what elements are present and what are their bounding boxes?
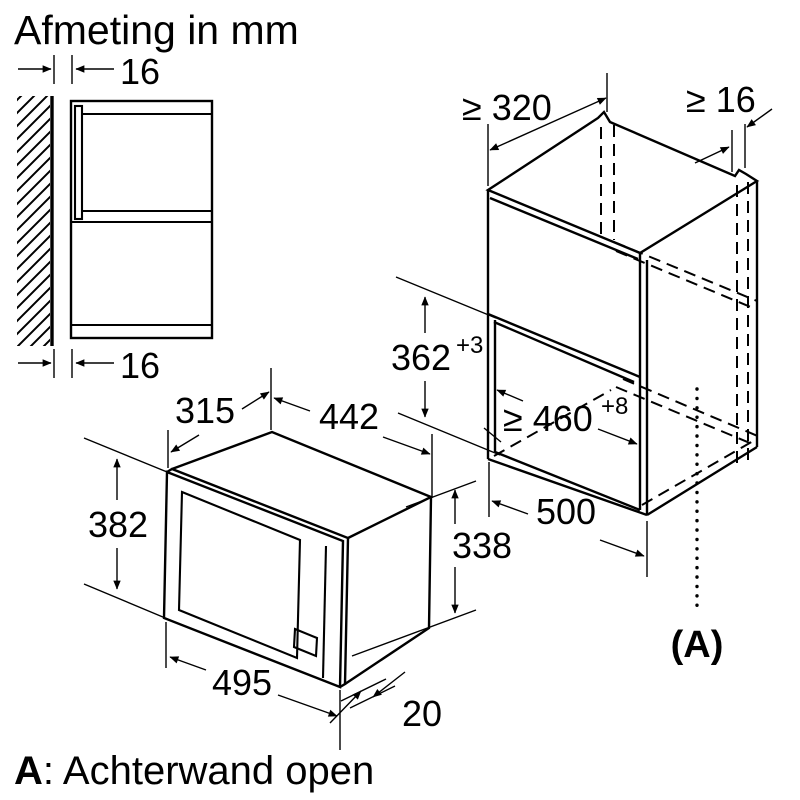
- cabinet-section-shelves: [71, 112, 212, 327]
- dim-microwave-front-width: 495: [169, 656, 338, 717]
- microwave-control-panel-edge: [321, 545, 328, 679]
- cabinet-section-outline: [69, 99, 214, 340]
- dim-arrow: [382, 436, 431, 455]
- dim-arrow: [694, 146, 730, 164]
- dim-cabinet-niche-width: ≥ 460 +8: [483, 389, 638, 445]
- microwave-extension-lines: [165, 368, 433, 750]
- dim-microwave-depth: 315: [170, 390, 270, 453]
- dim-arrow: [329, 690, 362, 724]
- dim-arrow: [170, 434, 200, 453]
- microwave-display: [292, 627, 319, 658]
- dim-arrow: [746, 108, 773, 128]
- dim-extension-lines: [351, 480, 477, 657]
- rear-wall-reference: (A): [671, 387, 724, 666]
- dim-arrow: [241, 391, 270, 410]
- dim-wall-gap-top: 16: [18, 51, 160, 92]
- caption-key: A: [14, 749, 43, 793]
- dim-label-495: 495: [212, 662, 272, 703]
- dim-arrow: [372, 671, 406, 698]
- dim-arrow: [489, 97, 607, 151]
- cabinet-extension-lines: [487, 73, 746, 577]
- dim-label-16-top: 16: [120, 51, 160, 92]
- rear-spacer-strip: [73, 104, 84, 221]
- microwave-door-window: [177, 490, 302, 660]
- cabinet-panel-bottom-edges: [487, 312, 641, 384]
- dim-label-320: ≥ 320: [462, 87, 552, 128]
- dim-extension-ticks: [53, 349, 73, 378]
- dim-label-338: 338: [452, 525, 512, 566]
- cabinet-panel-top-edge: [489, 196, 639, 261]
- dim-label-460: ≥ 460: [503, 398, 593, 439]
- dim-microwave-width: 442: [273, 396, 431, 455]
- page-title: Afmeting in mm: [14, 7, 299, 53]
- dim-label-460-tolerance: +8: [601, 393, 628, 420]
- dim-label-500: 500: [536, 491, 596, 532]
- dim-extension-ticks: [53, 55, 73, 84]
- dim-label-442: 442: [319, 396, 379, 437]
- dim-label-362-tolerance: +3: [456, 332, 483, 359]
- dim-arrow: [491, 500, 529, 515]
- dim-cabinet-niche-height: 362 +3: [391, 276, 501, 456]
- dim-arrow: [273, 397, 311, 412]
- dim-label-362: 362: [391, 337, 451, 378]
- dim-cabinet-width: 500: [491, 491, 645, 557]
- microwave-side-face: [344, 496, 433, 685]
- dim-label-16-rear: ≥ 16: [686, 79, 756, 120]
- dim-extension-lines: [395, 276, 501, 456]
- dim-cabinet-top-clearance: ≥ 320: [462, 87, 607, 151]
- wall-hatching: [17, 96, 50, 346]
- microwave-top-face: [171, 430, 434, 540]
- dim-extension-lines: [83, 437, 173, 621]
- cabinet-right-rear-edges: [646, 182, 759, 517]
- microwave-view: 315 442 382 338 495: [83, 368, 512, 750]
- dim-label-16-bottom: 16: [120, 345, 160, 386]
- dim-arrow: [169, 656, 207, 671]
- dim-microwave-body-height: 338: [351, 480, 512, 657]
- dim-cabinet-rear-gap: ≥ 16: [686, 79, 773, 164]
- dim-microwave-overhang: 20: [329, 671, 442, 734]
- caption-text: : Achterwand open: [43, 749, 374, 793]
- dim-arrow: [277, 694, 338, 717]
- dim-extension-tick: [483, 427, 502, 443]
- dim-extension-lines: [340, 678, 396, 709]
- dim-label-315: 315: [175, 390, 235, 431]
- dim-arrow: [599, 539, 645, 557]
- dim-arrow: [597, 428, 638, 445]
- cabinet-bottom-rail-edges: [487, 450, 648, 517]
- dim-label-382: 382: [88, 504, 148, 545]
- cabinet-view: ≥ 320 ≥ 16 362 +3 ≥ 460 +8 500: [391, 73, 773, 666]
- wall-section-view: 16 16: [17, 51, 214, 386]
- caption: A: Achterwand open: [14, 749, 374, 793]
- cabinet-front-vertical-edges: [486, 190, 649, 514]
- cabinet-hidden-edges: [493, 125, 761, 506]
- dim-wall-gap-bottom: 16: [18, 345, 160, 386]
- rear-wall-label: (A): [671, 624, 724, 666]
- dim-arrow: [496, 389, 524, 402]
- dim-label-20: 20: [402, 693, 442, 734]
- dim-microwave-front-height: 382: [83, 437, 173, 621]
